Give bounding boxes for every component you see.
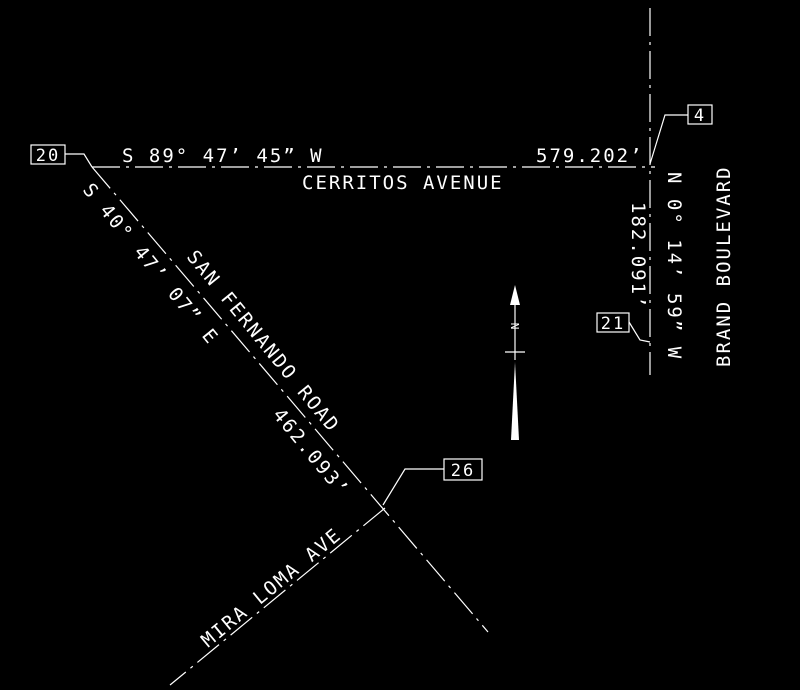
mira-loma-centerline <box>169 507 386 686</box>
leader-21 <box>628 321 651 343</box>
bearing-north-line: S 89° 47’ 45” W <box>122 145 324 167</box>
bearing-east-line: N 0° 14’ 59” W <box>663 172 685 360</box>
street-label-mira-loma: MIRA LOMA AVE <box>197 524 346 652</box>
point-label-21: 21 <box>601 314 625 334</box>
point-label-20: 20 <box>36 146 60 166</box>
street-label-brand: BRAND BOULEVARD <box>713 165 735 367</box>
san-fernando-centerline <box>91 166 489 633</box>
distance-north-line: 579.202’ <box>536 145 644 167</box>
north-arrow-label: N <box>508 323 521 330</box>
leader-20 <box>65 153 93 168</box>
street-label-cerritos: CERRITOS AVENUE <box>302 172 504 194</box>
distance-east-line: 182.091’ <box>627 202 649 310</box>
north-arrow-icon: N <box>505 285 525 440</box>
point-label-26: 26 <box>451 461 475 481</box>
leader-26 <box>382 468 444 506</box>
leader-4 <box>649 114 688 165</box>
point-label-4: 4 <box>694 106 706 126</box>
